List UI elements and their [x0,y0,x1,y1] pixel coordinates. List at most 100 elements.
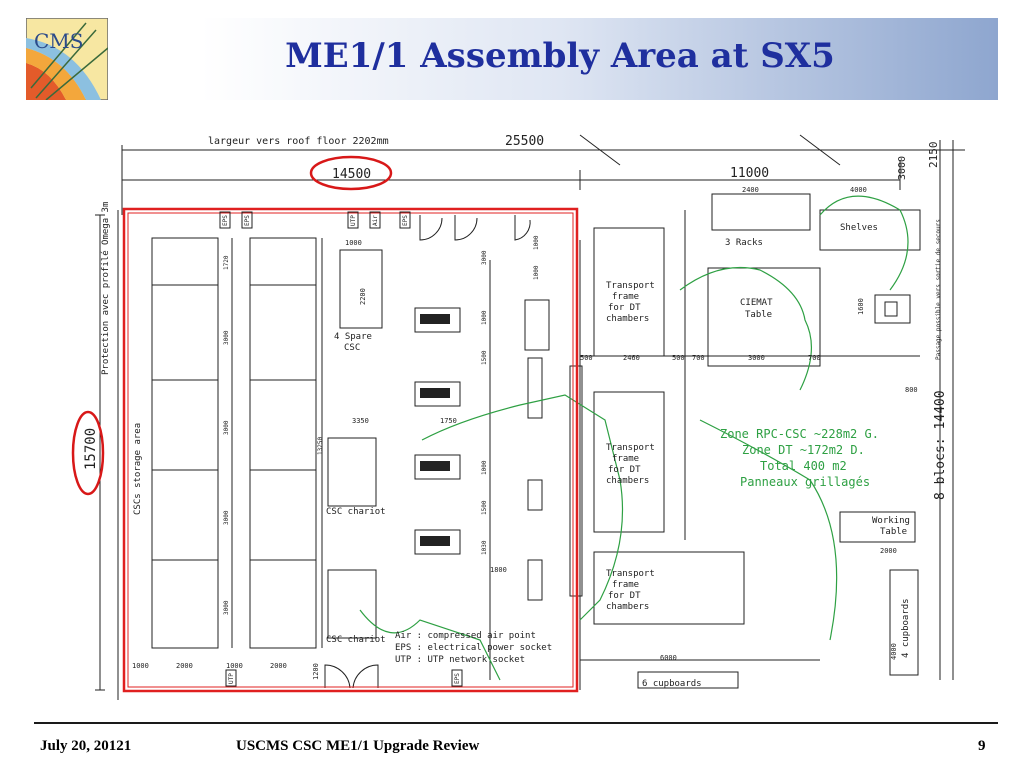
zone-text: Zone RPC-CSC ~228m2 G. Zone DT ~172m2 D.… [720,427,879,489]
socket-tags: EPS EPS UTP Air EPS UTP EPS [219,211,463,687]
rack-dim: 1720 [223,255,230,270]
transport2-line4: chambers [606,476,649,486]
footer-date: July 20, 20121 [40,738,132,754]
dim-2400: 2400 [742,186,759,194]
dim-1000: 1000 [345,239,362,247]
legend: Air : compressed air point EPS : electri… [395,631,552,665]
rack-dim: 1000 [533,265,540,280]
rack-dim: 1000 [481,310,488,325]
zone-line4: Panneaux grillagés [740,475,870,489]
ciemat-line1: CIEMAT [740,298,773,308]
socket-label: UTP [350,215,357,226]
dim-2000-table: 2000 [880,547,897,555]
dim-right-edge: 2150 [927,142,940,169]
area-labels: Protection avec profilé Omega 3m CSCs st… [100,202,942,689]
working-line1: Working [872,516,910,526]
transport2-line3: for DT [608,465,641,475]
dim-overall-width: 25500 [505,134,544,149]
rack-dim: 1500 [481,350,488,365]
rack-dim: 3000 [223,420,230,435]
rack-dim: 3000 [223,510,230,525]
zone-line1: Zone RPC-CSC ~228m2 G. [720,427,879,441]
transport1-line1: Transport [606,281,655,291]
dim-bottom-3: 1000 [226,662,243,670]
dim-left-height: 15700 [83,428,99,470]
spare-label-1: 4 Spare [334,332,372,342]
dim-500b: 500 [672,354,685,362]
socket-label: Air [372,215,379,226]
chamber-marks [420,314,450,546]
dim-3350: 3350 [352,417,369,425]
working-line2: Table [880,527,907,537]
transport3-line1: Transport [606,569,655,579]
dim-right-width: 11000 [730,166,769,181]
dim-bottom-5: 1200 [312,663,320,680]
dim-right-height: 8 blocs: 14400 [933,390,948,500]
page-title: ME1/1 Assembly Area at SX5 [285,36,835,76]
socket-label: EPS [244,215,251,226]
rack-dim: 3000 [223,600,230,615]
cms-logo: CMS [26,18,108,100]
chariot-label-1: CSC chariot [326,507,386,517]
zone-line3: Total 400 m2 [760,459,847,473]
rack-dim: 3000 [481,250,488,265]
dim-bottom-4: 2000 [270,662,287,670]
highlight-15700-circle [71,410,105,496]
dim-1600: 1600 [857,298,865,315]
transport3-line4: chambers [606,602,649,612]
dim-2200: 2200 [359,288,367,305]
shelves-label: Shelves [840,223,878,233]
rack-dim: 1030 [481,540,488,555]
socket-label: UTP [228,673,235,684]
top-partial-text: largeur vers roof floor 2202mm [208,136,389,147]
highlight-14500-circle [309,155,393,191]
transport1-line2: frame [612,292,639,302]
transport3-line2: frame [612,580,639,590]
socket-label: EPS [222,215,229,226]
rack-dim: 13250 [317,437,324,455]
header-band [26,18,998,100]
chariot-label-2: CSC chariot [326,635,386,645]
dim-1800: 1800 [490,566,507,574]
transport2-line1: Transport [606,443,655,453]
ciemat-line2: Table [745,310,772,320]
assembly-area-outline [122,207,579,693]
cupboards-right-label: 4 cupboards [901,598,911,658]
plan-linework [95,134,965,700]
legend-utp: UTP : UTP network socket [395,655,525,665]
legend-eps: EPS : electrical power socket [395,643,552,653]
dim-6000: 6000 [660,654,677,662]
dim-assembly-width: 14500 [332,167,371,182]
zone-boundaries [359,195,909,681]
dim-4000: 4000 [850,186,867,194]
dim-2460: 2460 [623,354,640,362]
spare-label-2: CSC [344,343,360,353]
dim-700a: 700 [692,354,705,362]
socket-label: EPS [454,673,461,684]
dimension-labels: largeur vers roof floor 2202mm 25500 145… [83,134,948,680]
dim-bottom-2: 2000 [176,662,193,670]
footer-title: USCMS CSC ME1/1 Upgrade Review [236,738,480,754]
dim-right-edge2: 3000 [897,156,908,180]
transport1-line3: for DT [608,303,641,313]
cms-logo-text: CMS [34,29,83,53]
dim-500a: 500 [580,354,593,362]
transport2-line2: frame [612,454,639,464]
rack-dim: 3000 [223,330,230,345]
socket-label: EPS [402,215,409,226]
rack-dim: 1000 [481,460,488,475]
dim-bottom-1: 1000 [132,662,149,670]
dim-3000: 3000 [748,354,765,362]
cupboards-bottom-label: 6 cupboards [642,679,702,689]
dim-1750: 1750 [440,417,457,425]
dim-800: 800 [905,386,918,394]
storage-label: CSCs storage area [133,423,143,515]
rack-dim: 1000 [533,235,540,250]
footer-rule [34,722,998,724]
transport1-line4: chambers [606,314,649,324]
zone-line2: Zone DT ~172m2 D. [742,443,865,457]
transport3-line3: for DT [608,591,641,601]
passage-label: Passage possible vers sortie de secours [935,219,942,360]
rack-dim: 1500 [481,500,488,515]
rack-dimensions: 1720 3000 3000 3000 3000 1000 1500 1000 … [223,235,540,615]
